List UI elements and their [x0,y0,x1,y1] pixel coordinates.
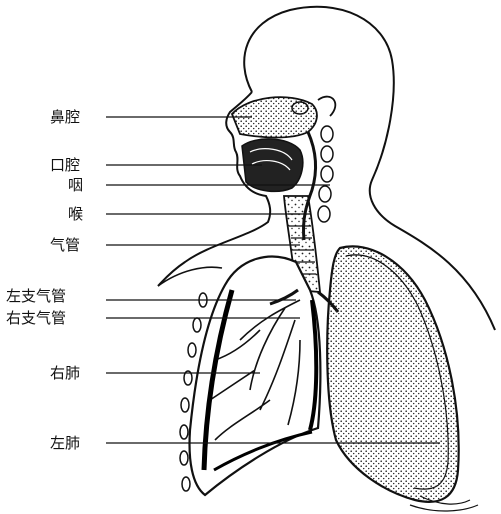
label-nasal-cavity: 鼻腔 [50,108,80,126]
label-oral-cavity: 口腔 [50,156,80,174]
label-larynx: 喉 [68,205,83,223]
right-lung-shape [190,257,321,495]
label-right-lung: 右肺 [50,364,80,382]
left-lung-shape [327,246,458,502]
label-trachea: 气管 [50,236,80,254]
label-left-bronchus: 左支气管 [6,287,66,305]
label-right-bronchus: 右支气管 [6,309,66,327]
label-left-lung: 左肺 [50,434,80,452]
label-pharynx: 咽 [68,176,83,194]
ear [318,97,335,116]
vertebrae [318,126,333,222]
